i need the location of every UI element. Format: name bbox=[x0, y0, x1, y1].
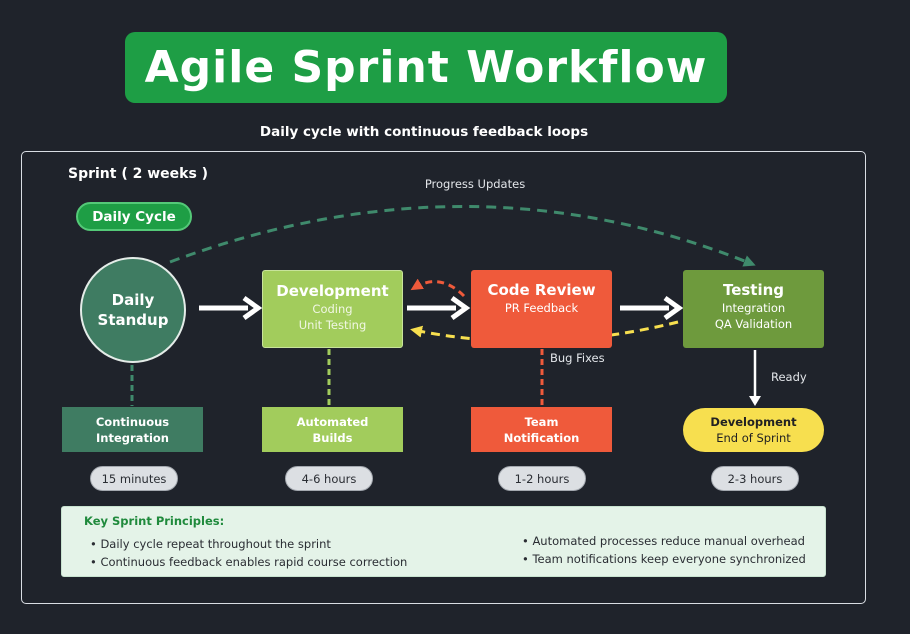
ci-line2: Integration bbox=[96, 430, 169, 445]
development-line2: Unit Testing bbox=[298, 318, 367, 332]
end-line2: End of Sprint bbox=[716, 431, 791, 445]
notification-line1: Team bbox=[524, 414, 559, 429]
flow-arrow-review-test bbox=[620, 295, 684, 321]
duration-builds: 4-6 hours bbox=[285, 466, 373, 491]
builds-line1: Automated bbox=[296, 414, 369, 429]
end-line1: Development bbox=[710, 415, 797, 429]
duration-notification: 1-2 hours bbox=[498, 466, 586, 491]
builds-line2: Builds bbox=[312, 430, 353, 445]
continuous-integration-node: Continuous Integration bbox=[62, 407, 203, 452]
principle-right-2: • Team notifications keep everyone synch… bbox=[522, 552, 806, 566]
diagram-title: Agile Sprint Workflow bbox=[125, 32, 727, 103]
duration-end: 2-3 hours bbox=[711, 466, 799, 491]
review-feedback-arrow bbox=[410, 278, 466, 298]
testing-line2: QA Validation bbox=[714, 317, 793, 331]
testing-node: Testing Integration QA Validation bbox=[683, 270, 824, 348]
notification-line2: Notification bbox=[503, 430, 580, 445]
team-notification-node: Team Notification bbox=[471, 407, 612, 452]
development-node: Development Coding Unit Testing bbox=[262, 270, 403, 348]
bug-fixes-label: Bug Fixes bbox=[550, 351, 605, 365]
daily-standup-node: Daily Standup bbox=[80, 257, 186, 363]
development-title: Development bbox=[276, 282, 389, 300]
automated-builds-node: Automated Builds bbox=[262, 407, 403, 452]
ready-arrow bbox=[749, 350, 761, 406]
progress-updates-label: Progress Updates bbox=[424, 177, 526, 191]
principle-left-2: • Continuous feedback enables rapid cour… bbox=[90, 555, 408, 569]
duration-ci: 15 minutes bbox=[90, 466, 178, 491]
principle-right-1: • Automated processes reduce manual over… bbox=[522, 534, 805, 548]
principle-left-1: • Daily cycle repeat throughout the spri… bbox=[90, 537, 331, 551]
testing-line1: Integration bbox=[721, 301, 786, 315]
sprint-label: Sprint ( 2 weeks ) bbox=[68, 166, 209, 182]
ready-label: Ready bbox=[771, 370, 807, 384]
flow-arrow-dev-review bbox=[407, 295, 471, 321]
end-of-sprint-node: Development End of Sprint bbox=[683, 408, 824, 452]
principles-panel: Key Sprint Principles: • Daily cycle rep… bbox=[61, 506, 826, 577]
diagram-subtitle: Daily cycle with continuous feedback loo… bbox=[259, 124, 589, 140]
flow-arrow-standup-dev bbox=[199, 295, 263, 321]
code-review-line1: PR Feedback bbox=[504, 301, 579, 315]
standup-line1: Daily bbox=[111, 291, 155, 309]
development-line1: Coding bbox=[312, 302, 353, 316]
principles-title: Key Sprint Principles: bbox=[84, 514, 225, 528]
code-review-node: Code Review PR Feedback bbox=[471, 270, 612, 348]
daily-cycle-pill: Daily Cycle bbox=[76, 202, 192, 231]
ci-line1: Continuous bbox=[95, 414, 170, 429]
progress-updates-arrow bbox=[169, 205, 756, 267]
sprint-frame bbox=[21, 151, 866, 604]
testing-title: Testing bbox=[722, 281, 785, 299]
code-review-title: Code Review bbox=[487, 281, 596, 299]
standup-line2: Standup bbox=[97, 311, 169, 329]
